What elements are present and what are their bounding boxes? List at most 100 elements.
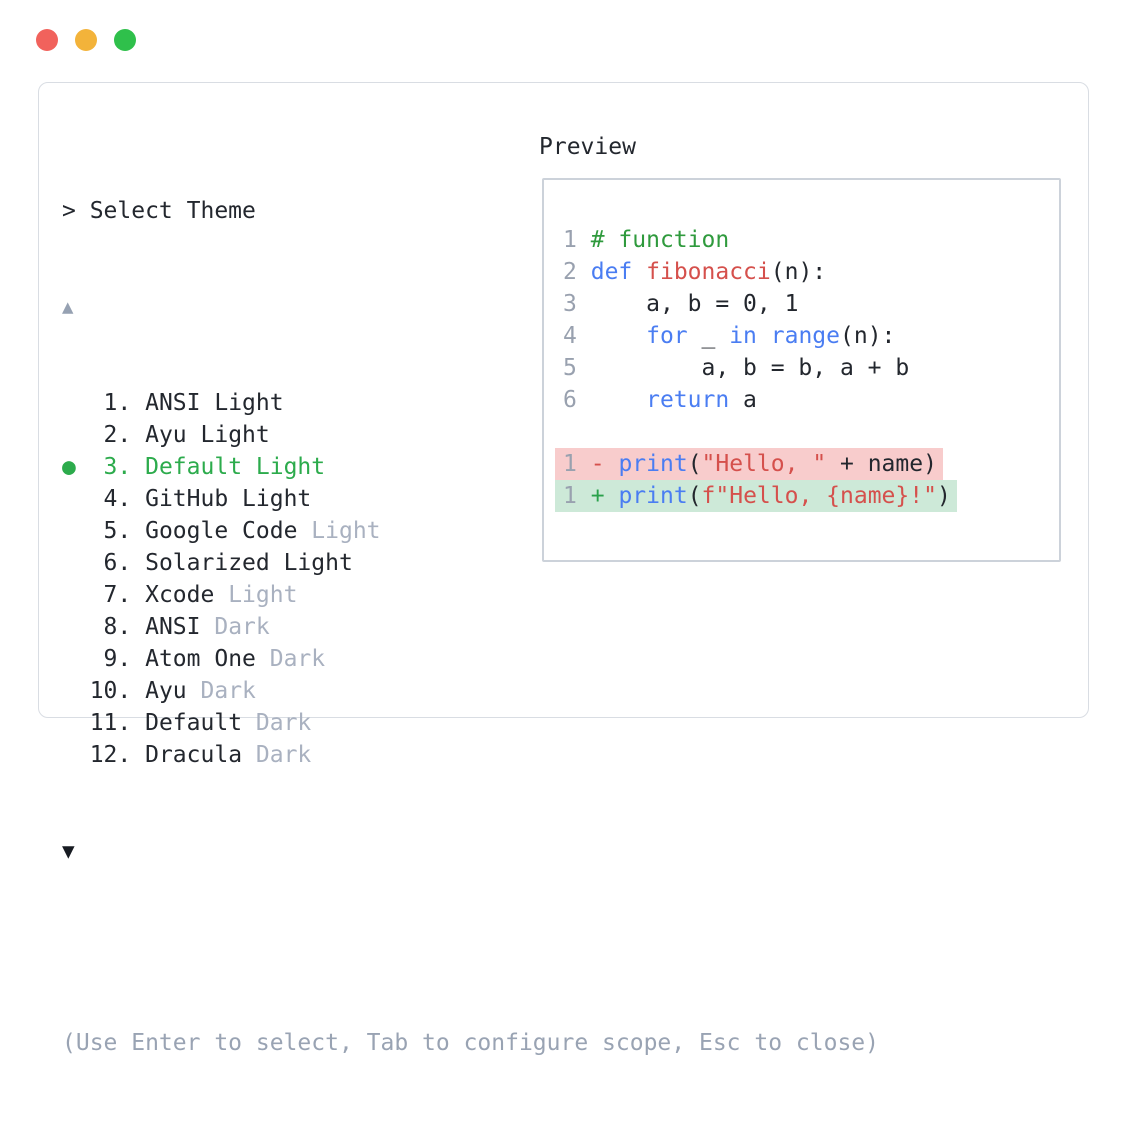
theme-option-label: Atom One — [145, 646, 256, 672]
diff-highlight: 1 + print(f"Hello, {name}!") — [555, 480, 957, 512]
bullet-placeholder — [62, 614, 76, 640]
diff-line-removed: 1 - print("Hello, " + name) — [555, 448, 1059, 480]
code-token — [577, 451, 591, 477]
theme-option-variant: Dark — [186, 678, 256, 704]
code-token — [605, 451, 619, 477]
code-line-5: 5 a, b = b, a + b — [563, 352, 1059, 384]
theme-option-4[interactable]: 4. GitHub Light — [62, 483, 879, 515]
theme-option-variant: Dark — [200, 614, 270, 640]
code-token — [577, 323, 591, 349]
code-token: + — [590, 483, 605, 509]
bullet-placeholder — [62, 582, 76, 608]
theme-picker-panel: > Select Theme ▲ 1. ANSI Light 2. Ayu Li… — [38, 82, 1089, 1056]
code-token — [577, 483, 591, 509]
theme-option-variant: Light — [297, 518, 381, 544]
code-token: "Hello, " — [701, 451, 827, 477]
theme-option-label: Default Light — [145, 454, 326, 480]
theme-option-variant: Light — [214, 582, 298, 608]
code-token: a, b = 0, 1 — [590, 291, 799, 317]
theme-option-3[interactable]: ● 3. Default Light — [62, 451, 879, 483]
code-token: a, b = b, a + b — [590, 355, 910, 381]
theme-option-number: 7. — [75, 582, 146, 608]
bullet-placeholder — [62, 710, 76, 736]
traffic-lights — [36, 29, 136, 51]
bullet-placeholder — [62, 646, 76, 672]
code-token — [577, 291, 591, 317]
line-number: 4 — [563, 323, 577, 349]
code-token — [757, 323, 771, 349]
code-token: _ — [687, 323, 730, 349]
bullet-placeholder — [62, 550, 76, 576]
code-token: ( — [687, 483, 702, 509]
theme-option-number: 1. — [75, 390, 146, 416]
code-token: - — [590, 451, 605, 477]
code-token — [591, 323, 646, 349]
theme-option-number: 5. — [75, 518, 146, 544]
theme-option-11[interactable]: 11. Default Dark — [62, 707, 879, 739]
theme-option-number: 10. — [75, 678, 146, 704]
theme-option-number: 4. — [75, 486, 146, 512]
theme-option-8[interactable]: 8. ANSI Dark — [62, 611, 879, 643]
code-token: + name) — [826, 451, 937, 477]
theme-option-label: Ayu — [145, 678, 187, 704]
line-number: 6 — [563, 387, 577, 413]
scroll-up-icon[interactable]: ▲ — [62, 296, 74, 318]
code-token: range — [770, 323, 841, 349]
code-token — [591, 387, 646, 413]
theme-option-9[interactable]: 9. Atom One Dark — [62, 643, 879, 675]
theme-option-number: 3. — [75, 454, 146, 480]
theme-option-7[interactable]: 7. Xcode Light — [62, 579, 879, 611]
line-number: 5 — [563, 355, 577, 381]
theme-option-number: 6. — [75, 550, 146, 576]
scroll-down-icon[interactable]: ▼ — [62, 839, 75, 863]
bullet-placeholder — [62, 742, 76, 768]
code-token: ( — [687, 451, 702, 477]
line-number: 1 — [563, 227, 577, 253]
theme-option-variant: Dark — [255, 646, 326, 672]
line-number: 1 — [563, 451, 577, 477]
line-number: 1 — [563, 483, 577, 509]
theme-option-2[interactable]: 2. Ayu Light — [62, 419, 879, 451]
theme-option-label: ANSI — [145, 614, 201, 640]
theme-option-number: 8. — [75, 614, 146, 640]
code-token — [605, 483, 619, 509]
code-token — [577, 355, 591, 381]
code-token: print — [618, 483, 688, 509]
theme-option-label: Google Code — [145, 518, 298, 544]
code-token: fibonacci — [646, 259, 771, 285]
code-token: for — [646, 323, 688, 349]
code-token: (n): — [840, 323, 896, 349]
code-token: f"Hello, {name}!" — [701, 483, 937, 509]
theme-option-variant: Dark — [242, 710, 312, 736]
bullet-placeholder — [62, 422, 76, 448]
code-token: # function — [590, 227, 730, 253]
theme-option-6[interactable]: 6. Solarized Light — [62, 547, 879, 579]
code-token: ) — [936, 483, 951, 509]
theme-option-1[interactable]: 1. ANSI Light — [62, 387, 879, 419]
theme-option-10[interactable]: 10. Ayu Dark — [62, 675, 879, 707]
code-line-1: 1 # function — [563, 224, 1059, 256]
zoom-button[interactable] — [114, 29, 136, 51]
code-token: in — [729, 323, 757, 349]
code-token — [577, 227, 591, 253]
theme-option-12[interactable]: 12. Dracula Dark — [62, 739, 879, 771]
code-line-4: 4 for _ in range(n): — [563, 320, 1059, 352]
code-token: print — [618, 451, 688, 477]
bullet-placeholder — [62, 518, 76, 544]
close-button[interactable] — [36, 29, 58, 51]
code-token — [632, 259, 646, 285]
theme-option-label: Xcode — [145, 582, 215, 608]
theme-option-label: Solarized Light — [145, 550, 353, 576]
theme-option-label: ANSI Light — [145, 390, 284, 416]
selected-indicator-icon: ● — [62, 454, 76, 480]
preview-label: Preview — [539, 134, 636, 160]
prompt-line: > Select Theme — [62, 198, 256, 224]
code-blank-line — [563, 416, 1059, 448]
minimize-button[interactable] — [75, 29, 97, 51]
theme-option-variant: Dark — [242, 742, 312, 768]
diff-highlight: 1 - print("Hello, " + name) — [555, 448, 943, 480]
line-number: 2 — [563, 259, 577, 285]
theme-option-5[interactable]: 5. Google Code Light — [62, 515, 879, 547]
